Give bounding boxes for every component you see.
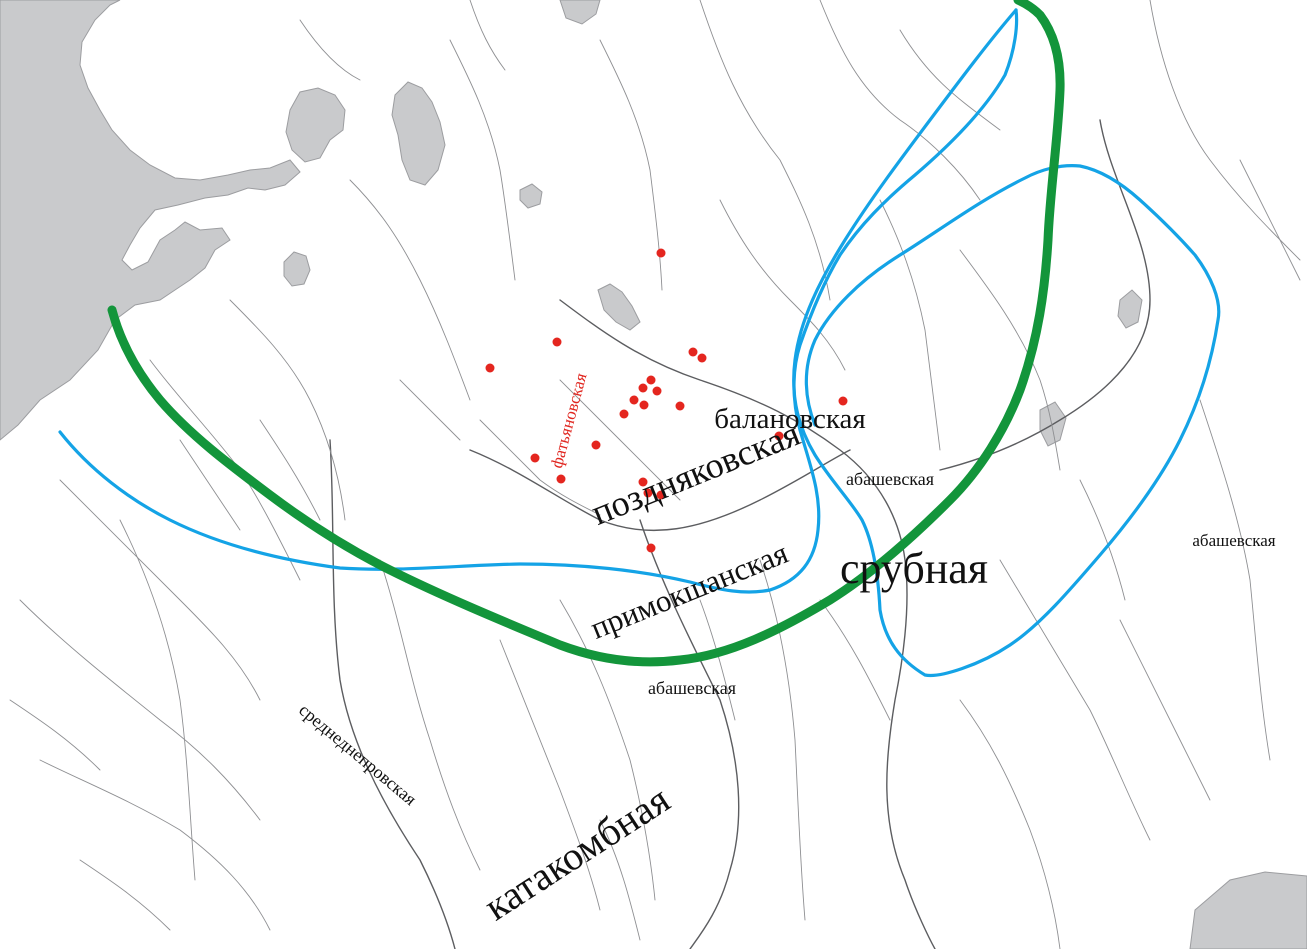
site-marker <box>639 400 649 410</box>
label-katakombnaya: катакомбная <box>476 776 678 929</box>
river-network <box>9 0 1301 949</box>
site-marker <box>643 488 653 498</box>
don-river <box>639 519 740 949</box>
volga-river <box>559 299 936 949</box>
label-abashevskaya-east: абашевская <box>1192 531 1275 550</box>
baltic-sea-gulf <box>0 0 301 441</box>
lake-beloye <box>519 183 543 209</box>
site-marker <box>629 395 639 405</box>
white-sea-edge <box>559 0 601 25</box>
lake-onega <box>391 81 446 186</box>
site-marker <box>638 477 648 487</box>
site-marker <box>697 353 707 363</box>
site-marker <box>530 453 540 463</box>
site-marker <box>552 337 562 347</box>
site-marker <box>688 347 698 357</box>
site-marker <box>638 383 648 393</box>
site-marker <box>485 363 495 373</box>
site-marker <box>675 401 685 411</box>
culture-boundaries <box>58 0 1221 678</box>
site-marker <box>556 474 566 484</box>
rybinsk-reservoir <box>597 283 641 331</box>
site-marker <box>652 386 662 396</box>
label-balanovskaya: балановская <box>714 403 866 435</box>
culture-labels: фатьяновская балановская абашевская позд… <box>295 371 1276 929</box>
label-abashevskaya-south: абашевская <box>648 678 736 698</box>
blue-boundary-western <box>58 8 1019 594</box>
label-srubnaya: срубная <box>840 544 988 593</box>
lake-ladoga <box>285 87 346 163</box>
site-markers <box>485 248 848 553</box>
site-marker <box>656 490 666 500</box>
site-marker <box>646 375 656 385</box>
kama-reservoir <box>1117 289 1143 329</box>
site-marker <box>591 440 601 450</box>
green-boundary <box>107 0 1065 667</box>
site-marker <box>656 248 666 258</box>
label-srednedneprovskaya: среднеднепровская <box>295 700 420 810</box>
label-fatyanovskaya: фатьяновская <box>547 371 591 470</box>
blue-boundary-northeast <box>792 8 1221 678</box>
site-marker <box>838 396 848 406</box>
site-marker <box>774 431 784 441</box>
label-pozdnyakovskaya: поздняковская <box>586 413 806 533</box>
label-abashevskaya-north: абашевская <box>846 469 934 489</box>
caspian-edge <box>1189 871 1307 949</box>
site-marker <box>646 543 656 553</box>
site-marker <box>619 409 629 419</box>
lake-ilmen <box>283 251 311 287</box>
kama-river <box>939 119 1151 471</box>
dnieper-river <box>329 439 456 949</box>
oka-river <box>469 449 851 532</box>
